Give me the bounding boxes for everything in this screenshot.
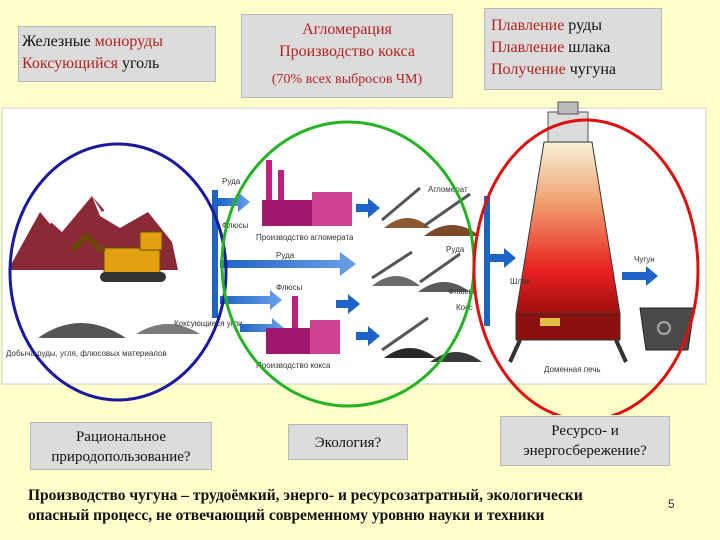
furnace-support-left [508, 339, 522, 363]
mountain-snow [40, 196, 120, 232]
sinter-line: Агломерация [302, 21, 392, 38]
slag-label: Шлак [510, 277, 530, 286]
sinter-pile-2 [424, 225, 480, 236]
circle-resources [472, 118, 700, 415]
ecology-box: Экология? [288, 424, 408, 460]
slide-number: 5 [668, 497, 675, 511]
emissions-line: (70% всех выбросов ЧМ) [271, 72, 423, 87]
coking-coal-label: Коксующиеся угли [174, 319, 243, 328]
blast-furnace-label: Доменная печь [544, 365, 601, 374]
sinter-plant-label: Производство агломерата [256, 233, 354, 242]
coke-arrow [356, 326, 380, 346]
smelting-line-2: Плавление шлака [491, 39, 611, 56]
sinter-building-2 [312, 192, 352, 226]
conclusion-line-2: опасный процесс, не отвечающий современн… [28, 507, 545, 524]
ore-conveyor-belt [371, 250, 413, 280]
arrow-ore-main [220, 252, 356, 276]
raw-materials-line-2: Коксующийся уголь [22, 55, 160, 72]
excavator-body [103, 247, 161, 275]
excavator-track [100, 272, 166, 282]
mining-illustration: Добыча руды, угля, флюсовых материалов [6, 196, 200, 358]
raw-materials-line-1: Железные моноруды [22, 33, 163, 50]
sinter-coke-box: Агломерация Производство кокса (70% всех… [241, 14, 453, 98]
sinter-output-label: Агломерат [428, 185, 468, 194]
rational-use-line-2: природопользование? [51, 449, 191, 465]
coke-building-2 [310, 320, 340, 354]
blast-furnace: Шлак Доменная печь [508, 101, 628, 374]
furnace-support-right [614, 339, 628, 363]
resource-saving-line-2: энергосбережение? [523, 443, 647, 459]
sinter-conveyor-belt [381, 186, 421, 222]
sinter-conveyor-belt-2 [423, 192, 471, 228]
slag-tap [540, 318, 560, 326]
ore-pile-left [38, 323, 126, 338]
rational-use-box: Рациональное природопользование? [30, 422, 212, 470]
flux-label-mid: Флюсы [276, 283, 302, 292]
coke-pile [384, 348, 436, 358]
ore-right-label: Руда [446, 245, 465, 254]
furnace-top-cap [557, 101, 579, 115]
flux-arrow [336, 294, 360, 314]
ore-label-mid: Руда [276, 251, 295, 260]
sinter-conveyor: Агломерат [356, 185, 480, 236]
ore-label-top: Руда [222, 177, 241, 186]
ecology-text: Экология? [314, 435, 382, 451]
arrow-flux-main [220, 290, 282, 310]
conclusion-line-1: Производство чугуна – трудоёмкий, энерго… [28, 487, 583, 504]
sinter-chimney-2 [278, 170, 284, 220]
coke-plant-label: Производство кокса [256, 361, 331, 370]
resource-saving-box: Ресурсо- и энергосбережение? [500, 416, 670, 466]
smelting-box: Плавление руды Плавление шлака Получение… [484, 8, 662, 90]
pig-iron-arrow [622, 266, 658, 286]
ore-conveyor-belt-2 [419, 252, 461, 284]
pig-iron-label: Чугун [634, 255, 655, 264]
excavator-cab [139, 231, 163, 251]
distribution-bar [212, 190, 218, 318]
coke-chimney [292, 296, 298, 352]
ladle [639, 307, 695, 351]
flux-right-label: Флюсы [448, 287, 474, 296]
furnace-hearth [515, 313, 621, 341]
sinter-arrow [356, 198, 380, 218]
coke-plant: Производство кокса [256, 296, 340, 370]
ore-pile [372, 276, 420, 286]
sinter-chimney-1 [266, 160, 272, 220]
flux-label-top: Флюсы [222, 221, 248, 230]
smelting-line-3: Получение чугуна [491, 61, 616, 78]
excavator-arm [70, 232, 106, 254]
conclusion-text: Производство чугуна – трудоёмкий, энерго… [28, 486, 688, 526]
coke-conveyor-belt [381, 316, 429, 352]
sinter-pile [384, 218, 430, 228]
rational-use-line-1: Рациональное [75, 429, 167, 445]
smelting-line-1: Плавление руды [491, 17, 602, 34]
mining-label: Добыча руды, угля, флюсовых материалов [6, 349, 167, 358]
process-diagram: Добыча руды, угля, флюсовых материалов Р… [1, 101, 707, 415]
sinter-plant: Производство агломерата [256, 160, 354, 242]
circle-rational-use [8, 142, 228, 402]
ladle-hook [657, 321, 671, 335]
resource-saving-line-1: Ресурсо- и [551, 423, 619, 439]
furnace-feed-bar [484, 196, 490, 326]
coke-line: Производство кокса [279, 43, 415, 60]
ore-pile-left-2 [136, 324, 200, 334]
coke-label: Кокс [456, 303, 473, 312]
raw-materials-box: Железные моноруды Коксующийся уголь [18, 26, 216, 82]
ore-conveyor: Руда [371, 245, 470, 292]
furnace-feed-arrow [490, 248, 516, 268]
ore-pile-2 [418, 282, 470, 292]
